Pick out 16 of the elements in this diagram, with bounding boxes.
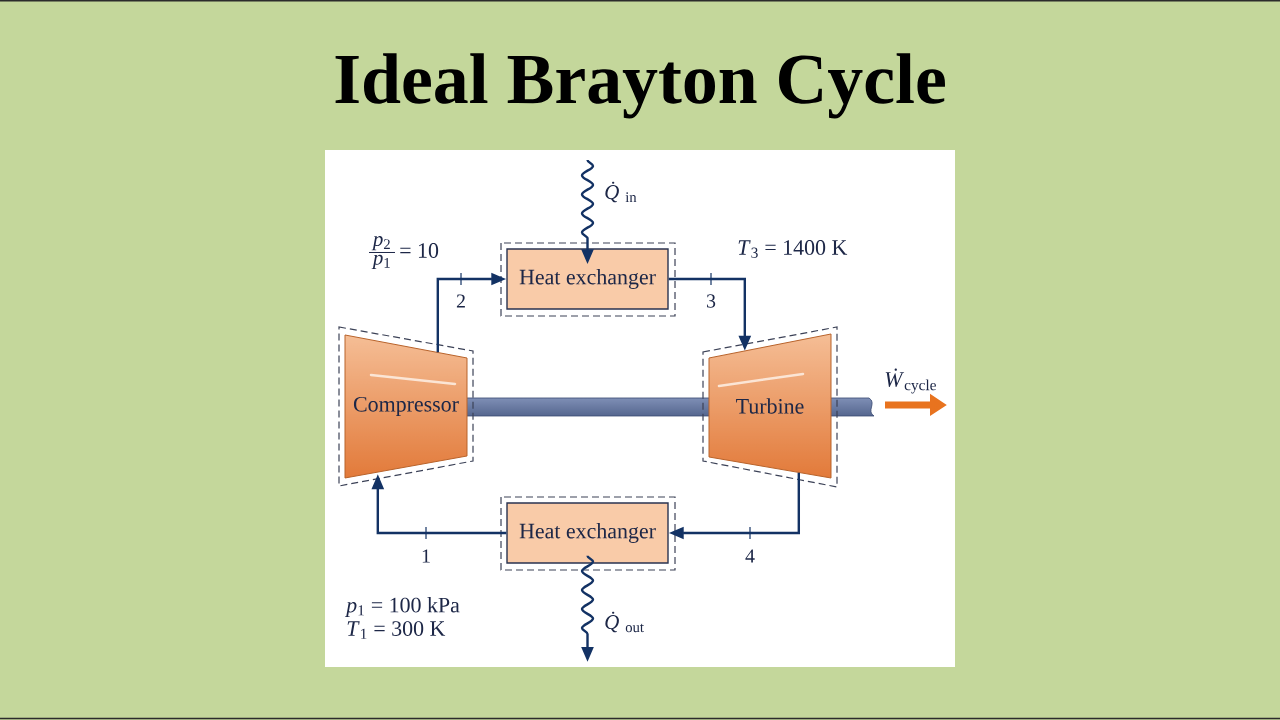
fraction-numerator: p$_{2}$	[371, 235, 390, 251]
heat-exchanger-box: Heat exchanger	[506, 502, 669, 564]
heat-transfer-label: Q̇$_{in}$	[605, 181, 637, 203]
state-number: 4	[745, 549, 755, 563]
state-number: 2	[456, 294, 465, 308]
fraction-denominator: p$_{1}$	[371, 254, 390, 269]
state-number: 1	[422, 549, 430, 563]
state-condition: T$_{3}$ = 1400 K	[738, 240, 848, 258]
state-condition: T$_{1}$ = 300 K	[347, 621, 446, 639]
state-number: 3	[707, 294, 716, 308]
state-condition: p$_{1}$ = 100 kPa	[344, 597, 460, 617]
title: Ideal Brayton Cycle	[335, 53, 945, 119]
work-output-label: Ẇ$_{cycle}$	[885, 368, 936, 394]
heat-transfer-label: Q̇$_{out}$	[605, 611, 644, 633]
ratio-value: = 10	[400, 243, 439, 258]
heat-exchanger-box: Heat exchanger	[506, 248, 669, 310]
